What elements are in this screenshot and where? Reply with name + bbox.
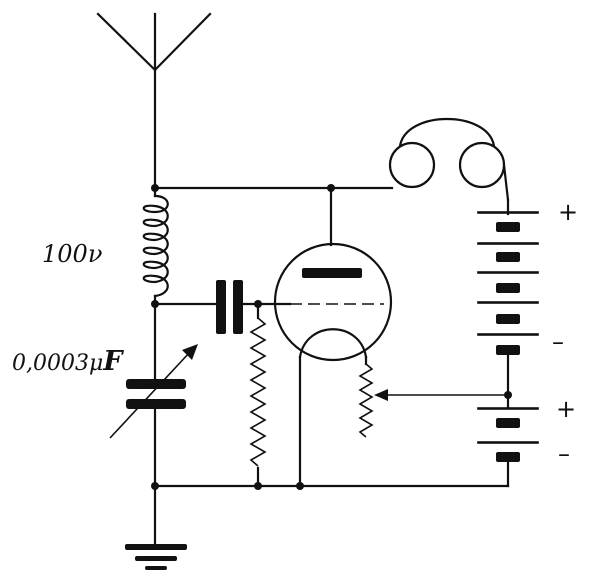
- capacitor-label: 0,0003μF: [12, 346, 123, 377]
- high-tension-plus-sign: +: [558, 198, 579, 226]
- high-tension-minus-sign: –: [552, 328, 564, 356]
- low-tension-plus-sign: +: [556, 395, 577, 423]
- filament-rheostat: [358, 363, 508, 438]
- high-tension-battery: [477, 198, 539, 410]
- junction-dots: [151, 184, 512, 490]
- low-tension-minus-sign: –: [558, 440, 570, 468]
- variable-capacitor: [109, 302, 198, 488]
- grid-wire: [153, 280, 292, 334]
- grid-leak-resistor: [249, 317, 267, 488]
- antenna-symbol: [96, 12, 212, 190]
- vacuum-tube: [273, 242, 393, 488]
- ground-wire: [125, 484, 510, 570]
- top-wire: [153, 186, 394, 247]
- headphones: [388, 118, 510, 202]
- low-tension-battery: [477, 407, 539, 488]
- inductor-coil: [142, 186, 169, 306]
- inductor-label: 100ν: [42, 240, 103, 268]
